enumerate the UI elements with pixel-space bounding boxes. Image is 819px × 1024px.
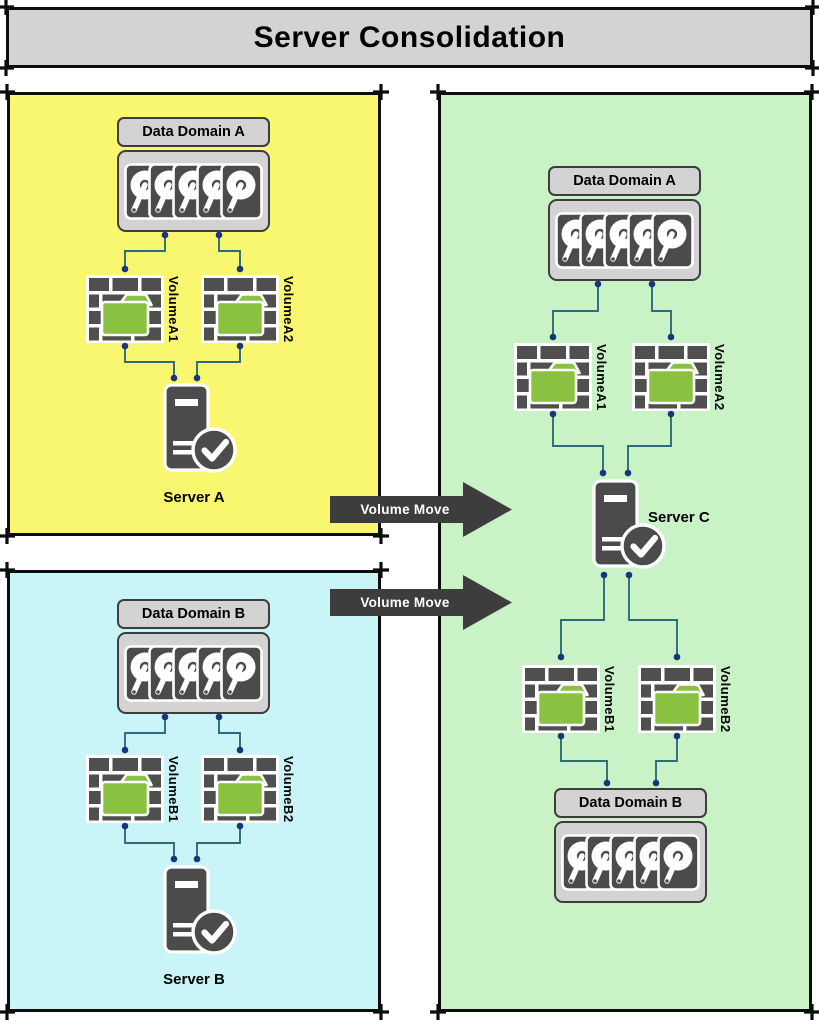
volume-b2-icon	[201, 755, 279, 823]
server-b-label: Server B	[163, 971, 225, 988]
volume-b1-label: VolumeB1	[166, 755, 181, 823]
data-domain-b-disk-box	[117, 632, 270, 714]
volume-a2-label: VolumeA2	[281, 275, 296, 343]
disk-array-icon	[555, 212, 694, 269]
consolidated-data-domain-b-label: Data Domain B	[578, 795, 683, 811]
consolidated-data-domain-a-box: Data Domain A	[548, 166, 701, 196]
data-domain-a-disk-box	[117, 150, 270, 232]
page-title: Server Consolidation	[253, 20, 566, 54]
consolidated-data-domain-a-label: Data Domain A	[573, 173, 676, 189]
disk-array-icon	[124, 645, 263, 702]
consolidated-data-domain-a-disk-box	[548, 199, 701, 281]
consolidated-volume-b1-label: VolumeB1	[602, 665, 617, 733]
data-domain-a-box: Data Domain A	[117, 117, 270, 147]
consolidated-volume-b2-label: VolumeB2	[718, 665, 733, 733]
consolidated-volume-a1-icon	[514, 343, 592, 411]
consolidated-data-domain-b-box: Data Domain B	[554, 788, 707, 818]
data-domain-b-box: Data Domain B	[117, 599, 270, 629]
consolidated-volume-b1-icon	[522, 665, 600, 733]
server-c-label: Server C	[648, 509, 710, 526]
volume-a2-icon	[201, 275, 279, 343]
server-a-icon	[163, 383, 238, 474]
data-domain-a-label: Data Domain A	[142, 124, 245, 140]
consolidated-volume-b2-icon	[638, 665, 716, 733]
consolidated-data-domain-b-disk-box	[554, 821, 707, 903]
volume-b2-label: VolumeB2	[281, 755, 296, 823]
disk-array-icon	[124, 163, 263, 220]
consolidated-volume-a2-icon	[632, 343, 710, 411]
disk-array-icon	[561, 834, 700, 891]
consolidated-volume-a1-label: VolumeA1	[594, 343, 609, 411]
data-domain-b-label: Data Domain B	[141, 606, 246, 622]
server-a-label: Server A	[163, 489, 225, 506]
title-bar: Server Consolidation	[6, 7, 813, 68]
volume-a1-label: VolumeA1	[166, 275, 181, 343]
volume-b1-icon	[86, 755, 164, 823]
consolidated-volume-a2-label: VolumeA2	[712, 343, 727, 411]
server-b-icon	[163, 865, 238, 956]
volume-a1-icon	[86, 275, 164, 343]
